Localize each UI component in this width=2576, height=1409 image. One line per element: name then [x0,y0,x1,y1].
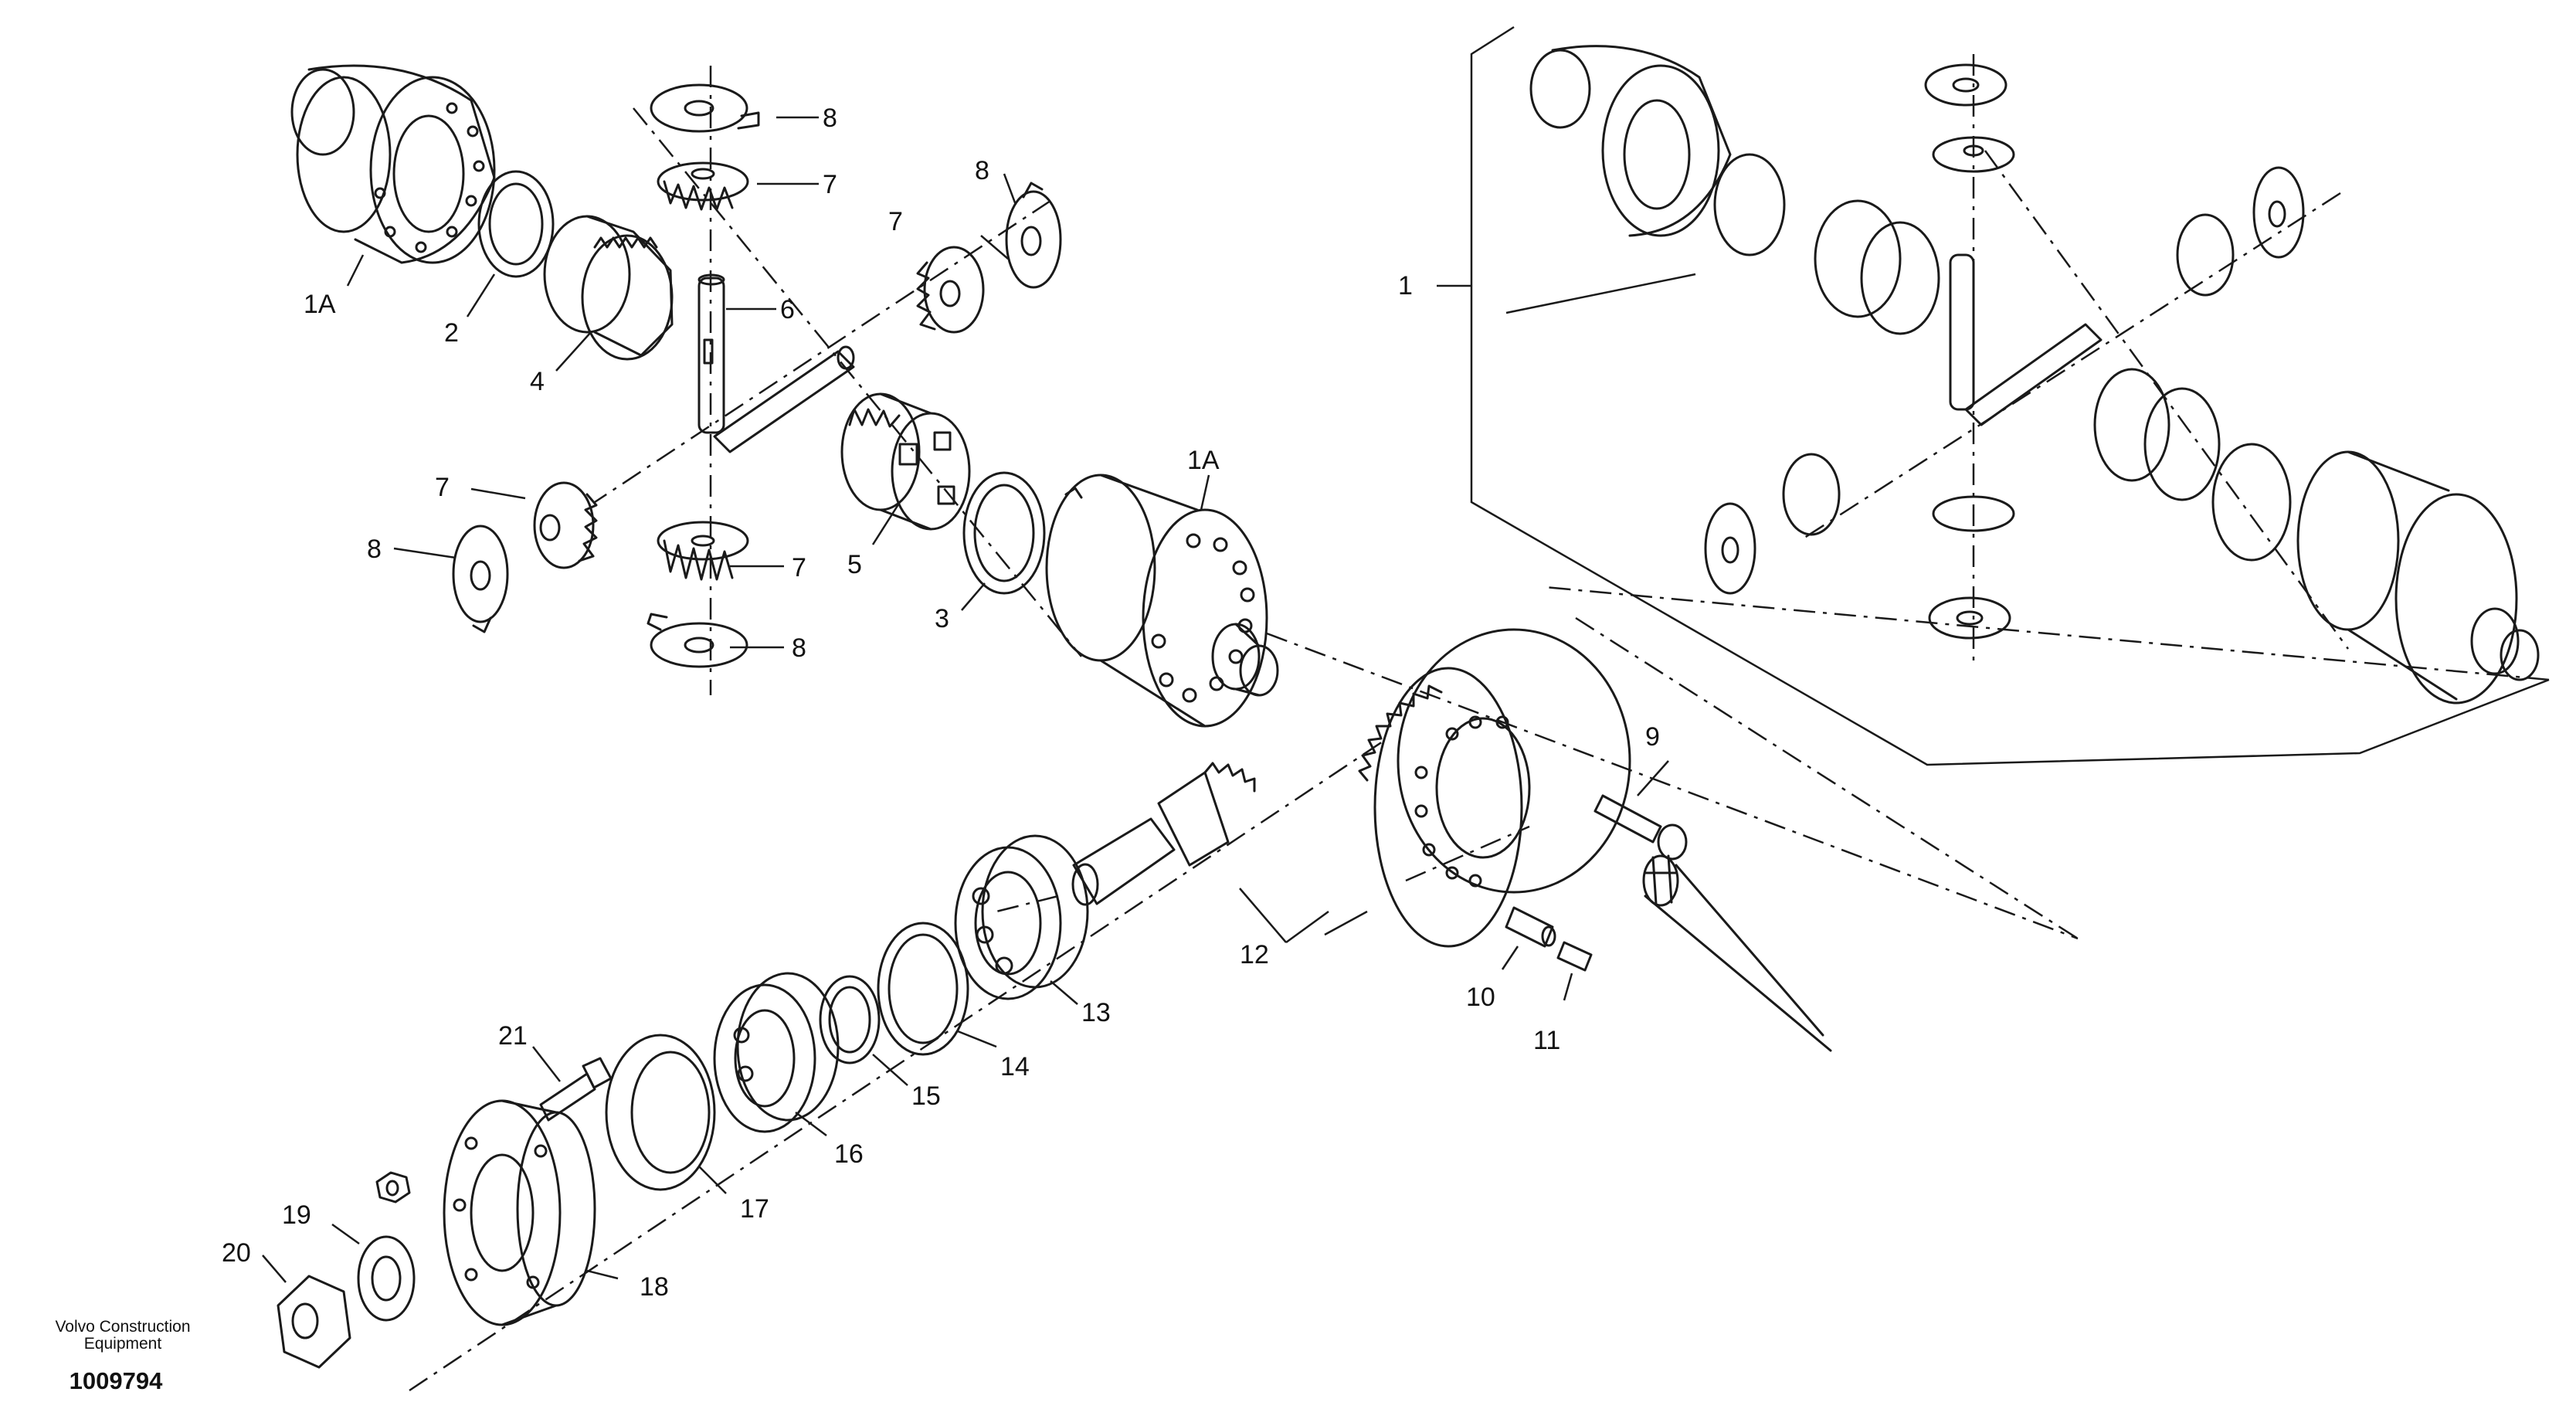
crown-wheel-12 [1358,628,1631,948]
bolt-21 [539,1057,613,1122]
differential-housing-lower-right [2296,450,2540,704]
callout-8-top: 8 [823,104,837,133]
washer-right-top [1924,63,2008,107]
callout-13: 13 [1081,998,1111,1027]
callout-19: 19 [282,1200,311,1230]
axle-shaft [1642,854,1832,1052]
callout-6: 6 [780,295,795,324]
differential-housing-1a-upper [290,64,496,264]
shim-15 [819,975,881,1064]
nut-small [375,1171,411,1204]
assembly-group-1 [1470,25,2550,766]
callout-16: 16 [834,1139,864,1169]
pinion-right-top [1932,136,2015,173]
company-name-line-1: Volvo Construction [55,1318,191,1336]
thrust-washer-right-lower [2211,443,2292,562]
callout-7-bottom: 7 [792,553,806,582]
leader-lines [262,116,1696,1283]
side-gear-4 [543,215,674,361]
differential-housing-upper-right [1529,45,1732,237]
company-name-line-2: Equipment [83,1335,162,1353]
washer-8-top [650,83,760,133]
callout-10: 10 [1466,983,1495,1012]
bolt-9 [1593,794,1688,861]
assembly-axes [409,54,2550,1392]
pinion-gear-7-left [533,481,598,569]
callout-18: 18 [640,1272,669,1302]
seal-17 [605,1034,716,1191]
differential-housing-1a-lower [1045,474,1279,728]
callout-11: 11 [1533,1026,1560,1055]
callout-17: 17 [740,1194,769,1224]
callout-1a-mid: 1A [1187,446,1220,475]
callout-8-bottom: 8 [792,633,806,663]
company-name: Volvo Construction Equipment [34,1319,212,1353]
callout-5: 5 [847,550,862,579]
callout-2: 2 [444,318,459,348]
pinion-right-left [1782,453,1841,536]
callout-15: 15 [911,1081,941,1111]
washer-right-left [1704,502,1756,595]
washer-19 [357,1235,416,1322]
callout-3: 3 [935,604,949,633]
drive-pinion-12 [1071,762,1256,906]
side-gear-right-lower [2093,368,2221,501]
pinion-gear-7-bottom [657,521,749,581]
spider-shaft-6 [697,273,855,453]
washer-8-left [452,525,509,633]
document-number: 1009794 [69,1367,163,1394]
washer-8-right [1005,182,1062,289]
callout-12: 12 [1240,940,1269,969]
washer-right-right [2252,166,2305,259]
callout-21: 21 [498,1021,528,1051]
dowel-pin-10 [1505,906,1556,948]
bearing-16 [713,972,840,1133]
spider-shaft-right [1949,253,2103,426]
callout-9: 9 [1645,722,1660,752]
callout-labels: 8 7 7 8 6 1A 2 4 7 8 7 8 5 3 1A 1 9 12 1… [222,104,1660,1302]
pinion-right-bottom [1932,495,2015,532]
callout-8-right: 8 [975,156,989,185]
callout-7-right: 7 [888,207,903,236]
pinion-right-right [2176,213,2235,297]
callout-7-left: 7 [435,473,450,502]
dowel-pin-11 [1556,941,1593,972]
companion-flange-18 [443,1099,596,1326]
callout-8-left: 8 [367,535,382,564]
side-gear-5 [840,392,971,531]
washer-8-bottom [647,613,748,668]
callout-1a-top: 1A [304,290,336,319]
callout-20: 20 [222,1238,251,1268]
callout-14: 14 [1000,1052,1030,1081]
callout-1: 1 [1398,271,1413,300]
side-gear-right-upper [1814,199,1940,335]
nut-20 [277,1275,351,1369]
callout-7-top: 7 [823,170,837,199]
bearing-13 [954,834,1089,1000]
pinion-gear-7-right [916,246,985,334]
washer-right-bottom [1928,596,2011,640]
pinion-gear-7-top [657,161,749,211]
callout-4: 4 [530,367,545,396]
thrust-washer-3 [962,471,1046,595]
thrust-washer-2 [477,170,555,278]
thrust-washer-right-upper [1713,153,1786,256]
shim-14 [877,922,969,1056]
